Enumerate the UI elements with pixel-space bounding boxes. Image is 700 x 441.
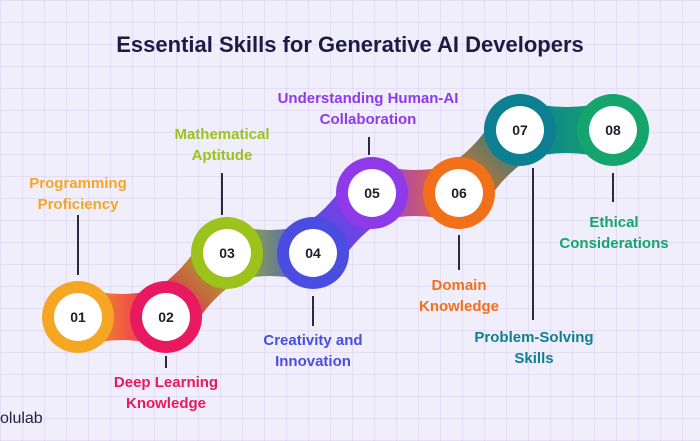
label-step-08-line1: Ethical <box>589 214 639 231</box>
label-step-02-line2: Knowledge <box>125 395 206 412</box>
step-number-5: 05 <box>364 185 380 201</box>
label-step-05-line2: Collaboration <box>319 111 417 128</box>
step-number-6: 06 <box>451 185 467 201</box>
step-node-8: 08 <box>577 94 649 166</box>
label-step-07-line1: Problem-Solving <box>474 329 594 346</box>
step-node-4: 04 <box>277 217 349 289</box>
step-node-6: 06 <box>423 157 495 229</box>
step-node-5: 05 <box>336 157 408 229</box>
label-step-07: Problem-Solving Skills <box>456 327 612 369</box>
step-number-4: 04 <box>305 245 321 261</box>
label-step-04-line2: Innovation <box>275 353 351 370</box>
label-step-05: Understanding Human-AI Collaboration <box>256 88 480 130</box>
step-number-3: 03 <box>219 245 235 261</box>
label-step-06-line2: Knowledge <box>418 298 499 315</box>
label-step-01: Programming Proficiency <box>6 173 150 215</box>
step-node-7: 07 <box>484 94 556 166</box>
label-step-02-line1: Deep Learning <box>113 374 219 391</box>
label-step-02: Deep Learning Knowledge <box>98 372 234 414</box>
label-step-03-line2: Aptitude <box>191 147 253 164</box>
page-title: Essential Skills for Generative AI Devel… <box>116 32 584 57</box>
step-node-2: 02 <box>130 281 202 353</box>
step-node-3: 03 <box>191 217 263 289</box>
label-step-06: Domain Knowledge <box>400 275 518 317</box>
step-number-7: 07 <box>512 122 528 138</box>
label-step-01-line2: Proficiency <box>37 196 119 213</box>
label-step-03-line1: Mathematical <box>174 126 270 143</box>
label-step-03: Mathematical Aptitude <box>150 124 294 166</box>
label-step-06-line1: Domain <box>431 277 487 294</box>
label-step-05-line1: Understanding Human-AI <box>277 90 459 107</box>
label-step-01-line1: Programming <box>29 175 127 192</box>
label-step-08-line2: Considerations <box>559 235 669 252</box>
step-node-1: 01 <box>42 281 114 353</box>
brand-logo: olulab <box>0 410 43 427</box>
label-step-04-line1: Creativity and <box>263 332 363 349</box>
label-step-08: Ethical Considerations <box>546 212 682 254</box>
step-number-1: 01 <box>70 309 86 325</box>
step-number-2: 02 <box>158 309 174 325</box>
label-step-04: Creativity and Innovation <box>243 330 383 372</box>
step-number-8: 08 <box>605 122 621 138</box>
label-step-07-line2: Skills <box>514 350 554 367</box>
